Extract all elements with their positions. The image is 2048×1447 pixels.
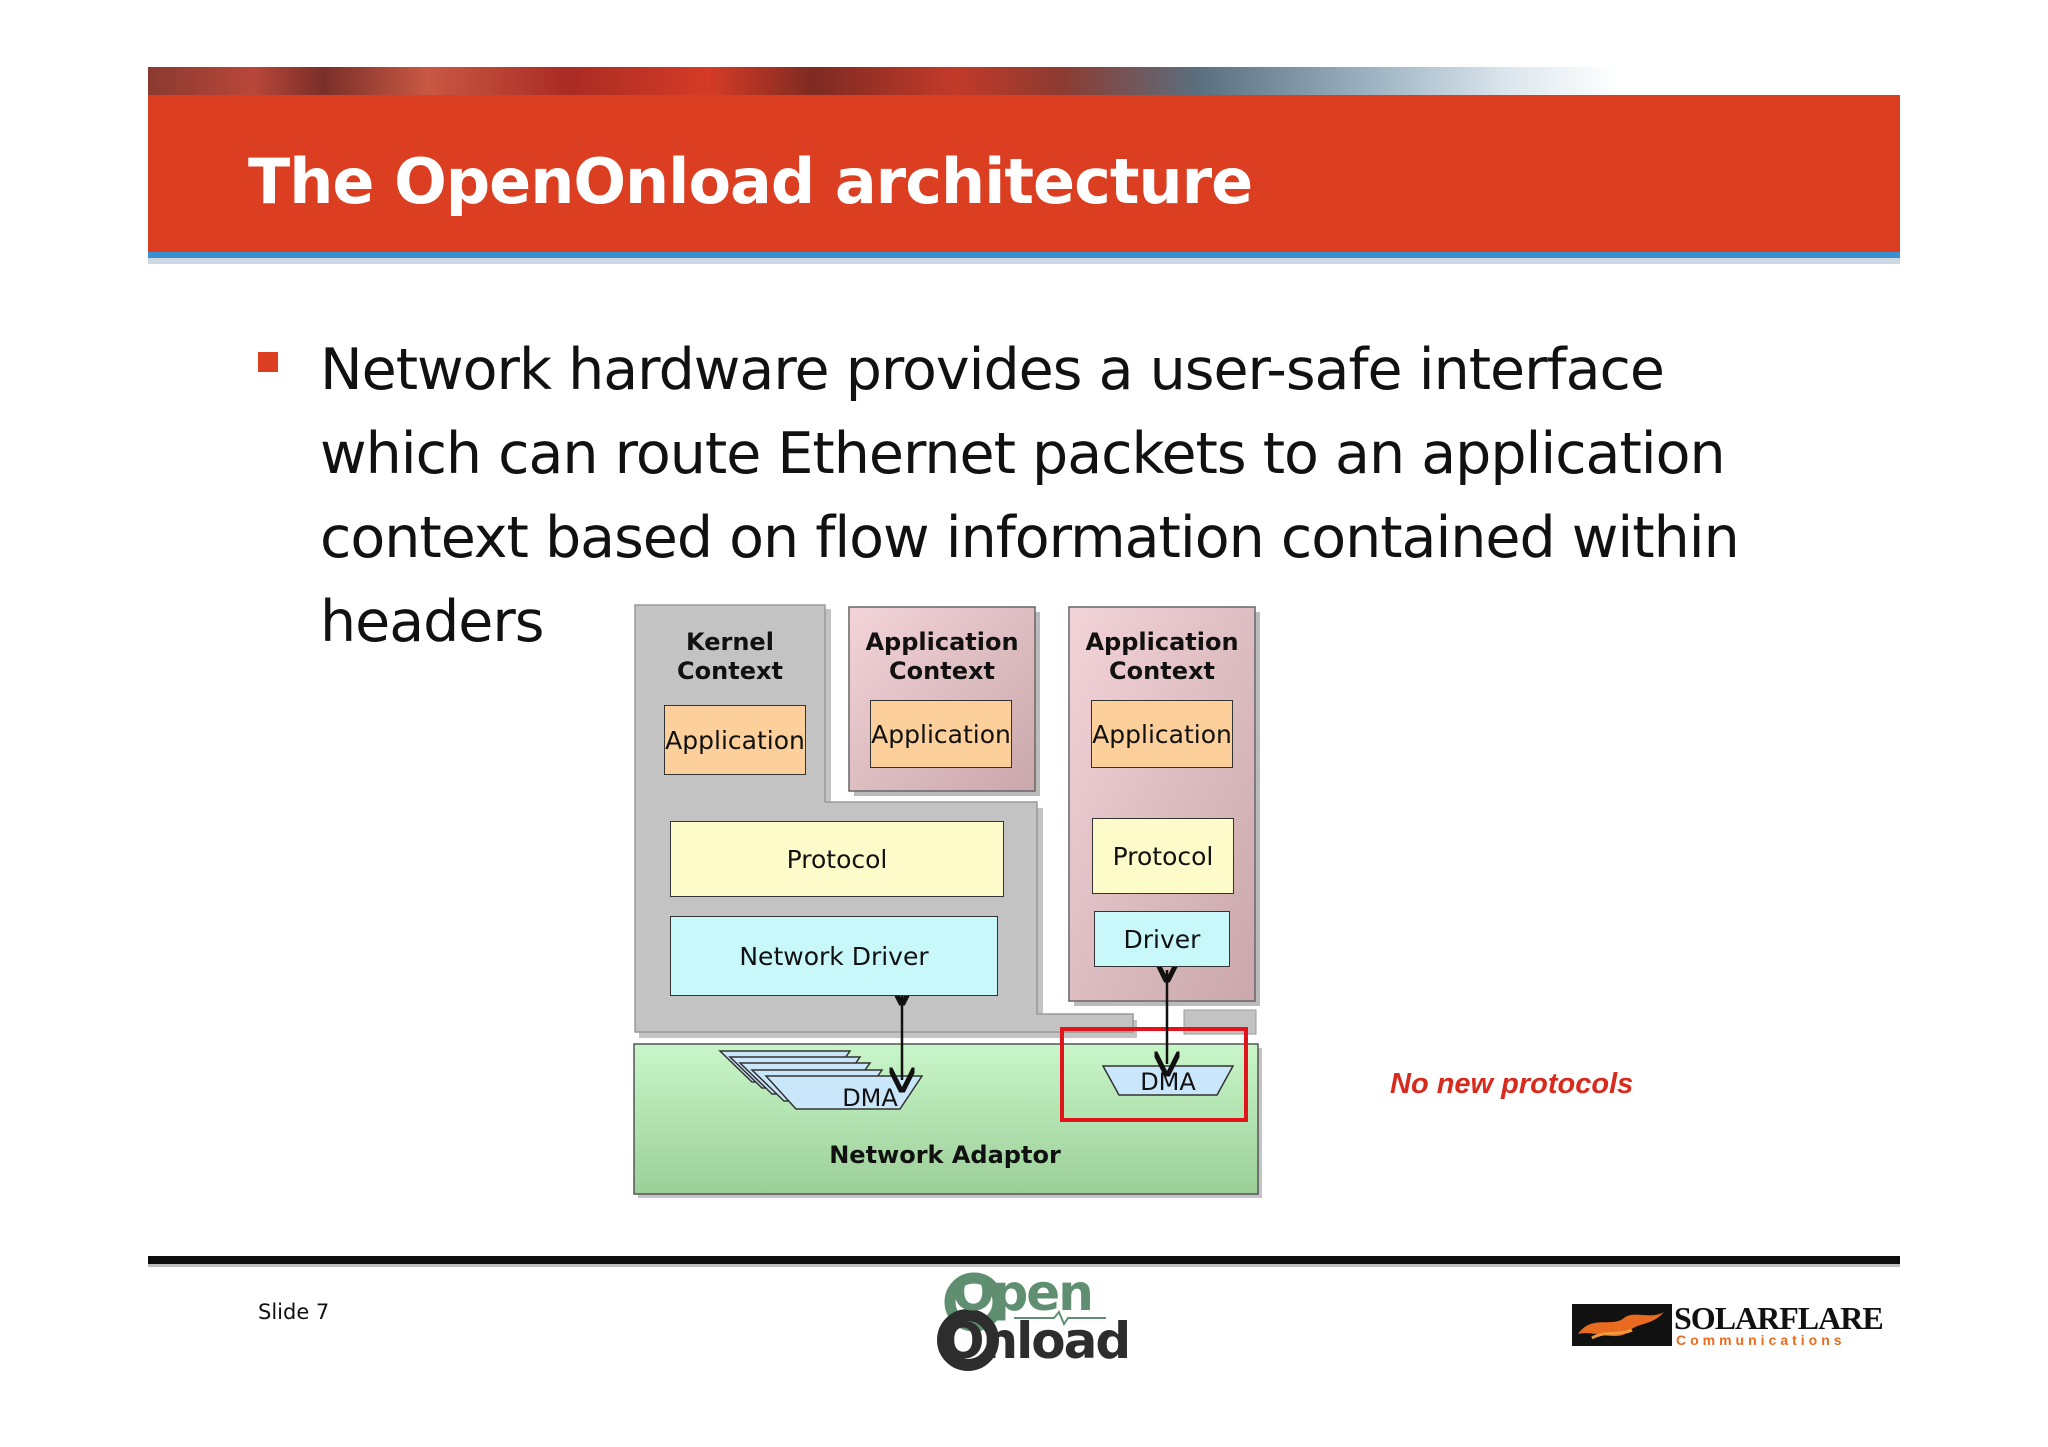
bullet-marker (258, 352, 278, 372)
diagram-shapes (633, 604, 1262, 1198)
dma-queue-stack (718, 1050, 924, 1110)
slide-number: Slide 7 (258, 1300, 330, 1324)
title-underline-shadow (148, 258, 1900, 264)
architecture-diagram: Kernel Context Application Context Appli… (630, 600, 1270, 1200)
openonload-logo: Open Onload (934, 1264, 1134, 1374)
dma-queue-right (1101, 1065, 1235, 1096)
protocol-box-kernel: Protocol (670, 821, 1004, 897)
app-context-1-title: Application Context (865, 628, 1019, 685)
highlight-box (1060, 1027, 1248, 1122)
network-adaptor-label: Network Adaptor (829, 1141, 1061, 1169)
kernel-context-title: Kernel Context (677, 628, 783, 685)
app-context-2-title: Application Context (1085, 628, 1239, 685)
title-bar (148, 95, 1900, 252)
application-box-1: Application (870, 700, 1012, 768)
application-box-kernel: Application (664, 705, 806, 775)
bullet-text: Network hardware provides a user-safe in… (320, 337, 1740, 655)
footer-rule (148, 1256, 1900, 1264)
solarflare-wordmark: SOLARFLARE (1674, 1300, 1884, 1336)
dma-label-right: DMA (1140, 1068, 1196, 1096)
openonload-logo-mark (937, 1272, 1106, 1371)
title-underline (148, 252, 1900, 258)
dma-label-left: DMA (842, 1084, 898, 1112)
footer-rule-shadow (148, 1264, 1900, 1267)
solarflare-subtitle: Communications (1676, 1332, 1846, 1348)
solarflare-logo: SOLARFLARE Communications (1572, 1300, 1884, 1350)
protocol-box-app: Protocol (1092, 818, 1234, 894)
logo-text-onload: Onload (942, 1312, 1131, 1370)
slide-title: The OpenOnload architecture (248, 145, 1253, 218)
application-box-2: Application (1091, 700, 1233, 768)
callout-no-new-protocols: No new protocols (1390, 1068, 1634, 1100)
network-driver-box: Network Driver (670, 916, 998, 996)
solarflare-flame-icon (1572, 1304, 1672, 1346)
logo-text-open: Open (952, 1264, 1094, 1322)
header-photo-strip (148, 67, 1900, 97)
driver-box: Driver (1094, 911, 1230, 967)
